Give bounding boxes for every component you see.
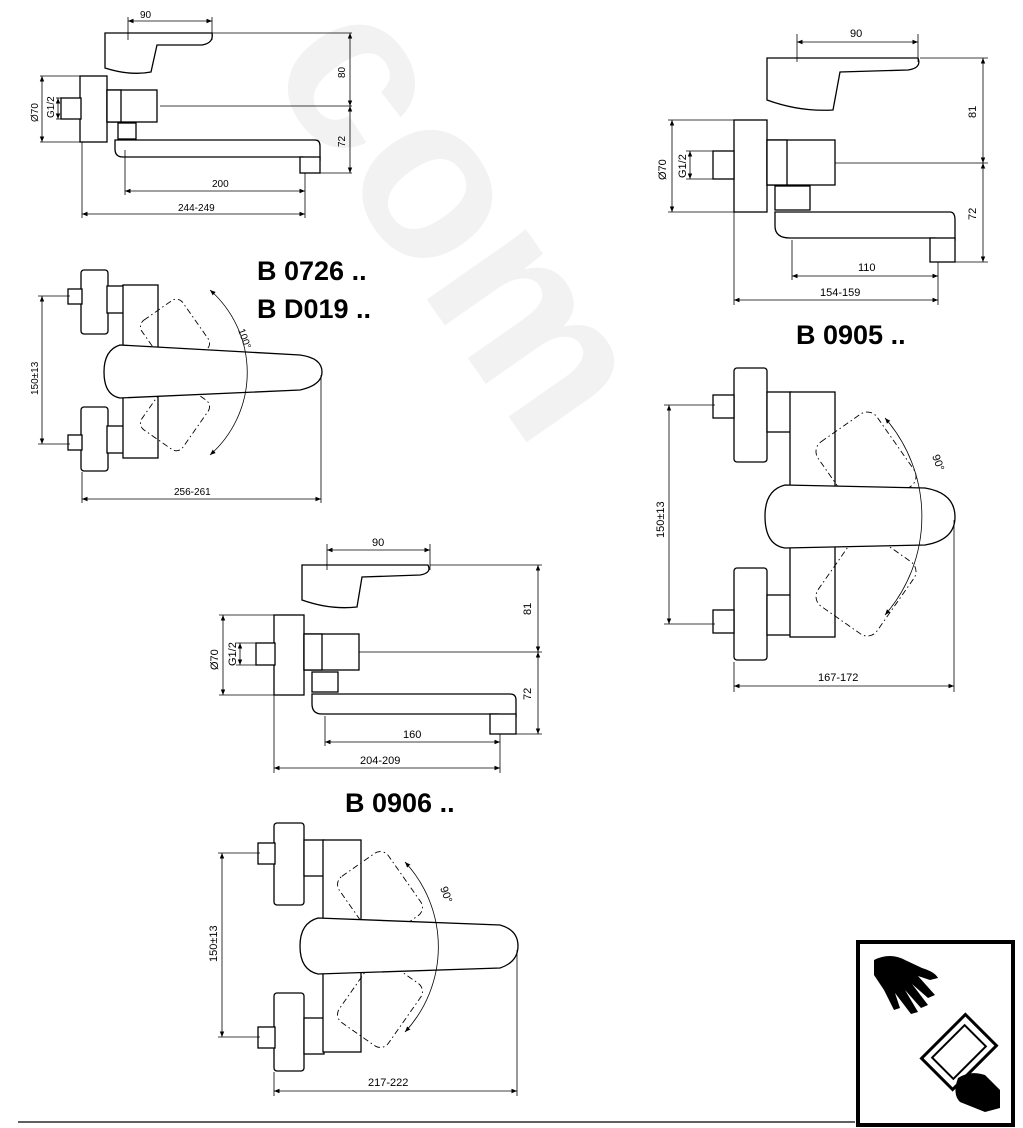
- dim-diameter: Ø70: [209, 649, 221, 670]
- drawing-c-side-view: 90 81 72 Ø70 G1/2 160 204-209: [209, 537, 542, 773]
- lever-handle: [301, 564, 430, 609]
- drawing-b-side-view: 90 81 72 Ø70 G1/2 110 154-159: [657, 28, 988, 305]
- dim-overall: 244-249: [178, 203, 215, 214]
- dim-height-bottom: 72: [522, 688, 534, 700]
- plan-lever: [299, 917, 519, 975]
- plan-lever: [764, 484, 956, 549]
- dim-diameter: Ø70: [30, 103, 41, 122]
- dim-height-bottom: 72: [967, 208, 979, 220]
- lever-handle: [766, 57, 920, 111]
- spout: [114, 139, 321, 161]
- dim-overall: 154-159: [820, 287, 860, 299]
- dim-plan-width: 217-222: [368, 1077, 408, 1089]
- dim-spout: 160: [403, 729, 421, 741]
- dim-centers: 150±13: [30, 361, 41, 395]
- wall-rosette: [79, 75, 108, 143]
- model-label-b0905: B 0905 ..: [796, 320, 906, 350]
- dim-height-top: 81: [967, 106, 979, 118]
- dim-angle: 100°: [235, 327, 252, 350]
- handover-documents-icon: [856, 940, 1015, 1127]
- wall-rosette: [273, 614, 305, 696]
- dim-overall: 204-209: [360, 755, 400, 767]
- inlet-thread: [255, 642, 276, 666]
- dim-lever: 90: [140, 10, 152, 21]
- dim-lever: 90: [372, 537, 384, 549]
- dim-thread: G1/2: [227, 642, 239, 666]
- wall-rosette: [733, 119, 768, 213]
- drawing-a-plan-view: 100° 150±13 256-261: [30, 269, 323, 503]
- model-label-bd019: B D019 ..: [257, 294, 371, 324]
- drawing-c-plan-view: 90° 150±13 217-222: [208, 822, 519, 1096]
- model-label-b0906: B 0906 ..: [345, 788, 455, 818]
- dim-spout: 200: [212, 179, 229, 190]
- dim-thread: G1/2: [677, 154, 689, 178]
- dim-spout: 110: [858, 262, 876, 274]
- spout: [311, 693, 517, 718]
- dim-lever: 90: [850, 28, 862, 40]
- inlet-thread: [60, 97, 82, 120]
- dim-centers: 150±13: [655, 501, 667, 538]
- dim-thread: G1/2: [46, 96, 57, 118]
- dim-angle: 90°: [929, 453, 946, 473]
- model-label-b0726: B 0726 ..: [257, 256, 367, 286]
- plan-lever: [103, 344, 323, 399]
- drawing-b-plan-view: 90° 150±13 167-172: [655, 367, 956, 692]
- dim-centers: 150±13: [208, 925, 220, 962]
- spout: [774, 211, 956, 241]
- inlet-thread: [712, 150, 735, 180]
- lever-handle: [104, 32, 213, 74]
- dim-plan-width: 167-172: [818, 672, 858, 684]
- drawing-a-side-view: 90 80 72 Ø70 G1/2 200 244-249: [30, 10, 353, 218]
- dim-height-top: 80: [337, 66, 348, 78]
- dim-angle: 90°: [437, 885, 454, 905]
- dim-height-top: 81: [522, 603, 534, 615]
- dim-diameter: Ø70: [657, 159, 669, 180]
- dim-plan-width: 256-261: [174, 487, 211, 498]
- dim-height-bottom: 72: [337, 135, 348, 147]
